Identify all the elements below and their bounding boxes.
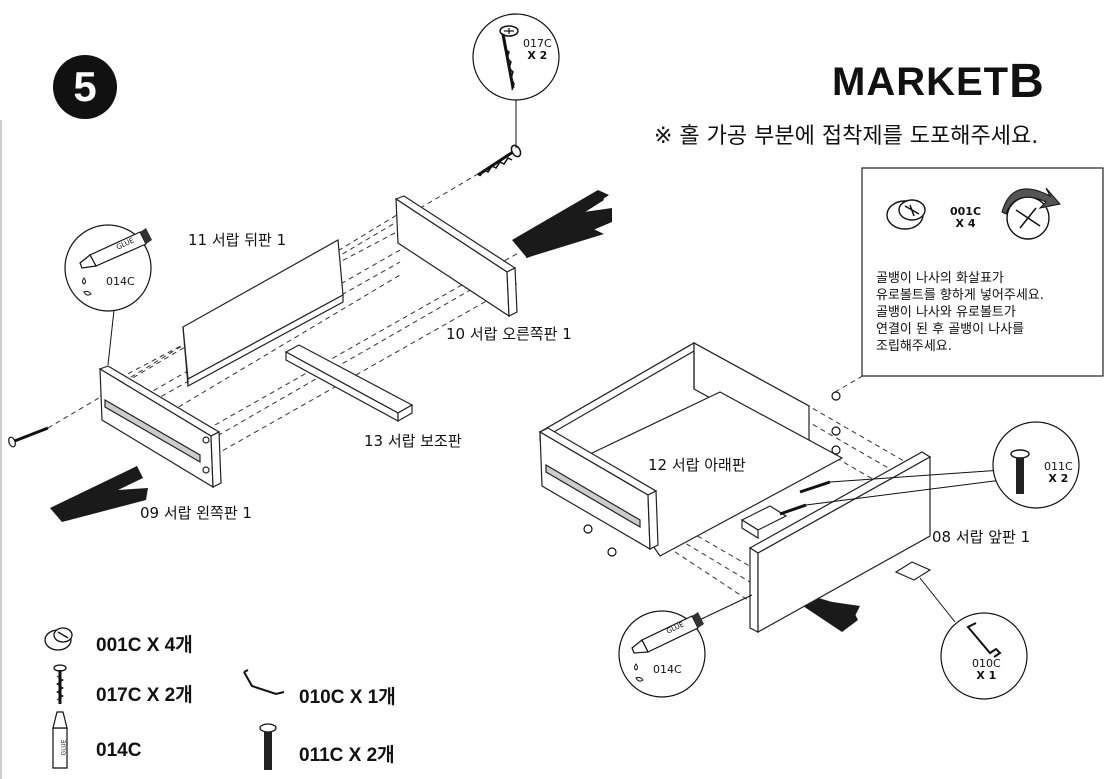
cam-lock-qty: X 4 bbox=[955, 217, 976, 230]
brand-letter: B bbox=[1009, 55, 1045, 108]
cam-lock-detail bbox=[886, 187, 1061, 240]
label-back-panel: 11 서랍 뒤판 1 bbox=[188, 231, 287, 249]
front-panel-drawing bbox=[748, 451, 932, 634]
right-panel-drawing bbox=[394, 195, 518, 318]
bom-screw-icon bbox=[53, 664, 67, 704]
label-left-panel: 09 서랍 왼쪽판 1 bbox=[140, 504, 252, 522]
handle-qty: X 1 bbox=[976, 669, 997, 682]
callout-circle-handle bbox=[940, 612, 1028, 700]
drawer-box-drawing bbox=[538, 341, 844, 557]
handle-detail bbox=[966, 622, 1002, 658]
callout-circle-bolt bbox=[992, 421, 1080, 509]
bom-item-glue: 014C bbox=[96, 740, 142, 761]
brand-logo: MARKETB bbox=[832, 52, 1045, 108]
glue-tube-bottom bbox=[631, 612, 704, 682]
left-panel-drawing bbox=[98, 365, 222, 489]
label-bottom-panel: 12 서랍 아래판 bbox=[648, 456, 746, 474]
callout-glue-bottom-code: 014C bbox=[653, 663, 682, 676]
bom-item-cam-lock: 001C X 4개 bbox=[96, 635, 193, 656]
screw-017c-detail bbox=[499, 25, 519, 91]
screw-left bbox=[8, 426, 49, 448]
label-support-panel: 13 서랍 보조판 bbox=[364, 432, 462, 450]
brand-name: MARKET bbox=[832, 60, 1010, 104]
bolt-qty: X 2 bbox=[1048, 472, 1069, 485]
callout-handle-label: 010C X 1 bbox=[972, 658, 1001, 682]
callout-circle-screw bbox=[472, 13, 560, 101]
label-right-panel: 10 서랍 오른쪽판 1 bbox=[446, 325, 572, 343]
callout-cam-lock-label: 001C X 4 bbox=[950, 206, 981, 230]
glue-tube-left bbox=[79, 228, 152, 296]
bom-item-screw: 017C X 2개 bbox=[96, 685, 193, 706]
back-panel-drawing bbox=[182, 239, 344, 388]
direction-arrow-front bbox=[800, 596, 858, 632]
screw-code: 017C bbox=[523, 37, 552, 50]
euro-bolt-pair bbox=[779, 469, 1003, 516]
bom-item-bolt: 011C X 2개 bbox=[299, 745, 395, 766]
page-edge bbox=[0, 120, 2, 779]
bom-handle-icon bbox=[243, 669, 285, 696]
cam-lock-tip: 골뱅이 나사의 화살표가 유로볼트를 향하게 넣어주세요. 골뱅이 나사와 유로… bbox=[876, 271, 1044, 354]
euro-bolt-detail bbox=[1010, 449, 1030, 494]
cam-nuts bbox=[583, 391, 841, 557]
bolt-code: 011C bbox=[1044, 460, 1073, 473]
step-number-badge: 5 bbox=[53, 55, 117, 119]
step-number: 5 bbox=[73, 63, 97, 110]
screw-qty: X 2 bbox=[527, 49, 548, 62]
callout-screw-label: 017C X 2 bbox=[523, 38, 552, 62]
cam-lock-code: 001C bbox=[950, 205, 982, 218]
callout-glue-left-code: 014C bbox=[106, 275, 135, 288]
direction-arrow-left bbox=[50, 466, 148, 522]
bom-glue-icon bbox=[52, 711, 68, 769]
handle-code: 010C bbox=[972, 657, 1001, 670]
callout-bolt-label: 011C X 2 bbox=[1044, 461, 1073, 485]
label-front-panel: 08 서랍 앞판 1 bbox=[932, 528, 1031, 546]
glue-notice: ※ 홀 가공 부분에 접착제를 도포해주세요. bbox=[654, 124, 1039, 149]
screw-017c bbox=[477, 96, 522, 177]
bom-cam-lock-icon bbox=[44, 627, 73, 651]
bom-item-handle: 010C X 1개 bbox=[299, 687, 396, 708]
bom-bolt-icon bbox=[259, 723, 277, 770]
bom-glue-tube-text: GLUE bbox=[60, 739, 68, 756]
support-panel-drawing bbox=[284, 344, 414, 423]
